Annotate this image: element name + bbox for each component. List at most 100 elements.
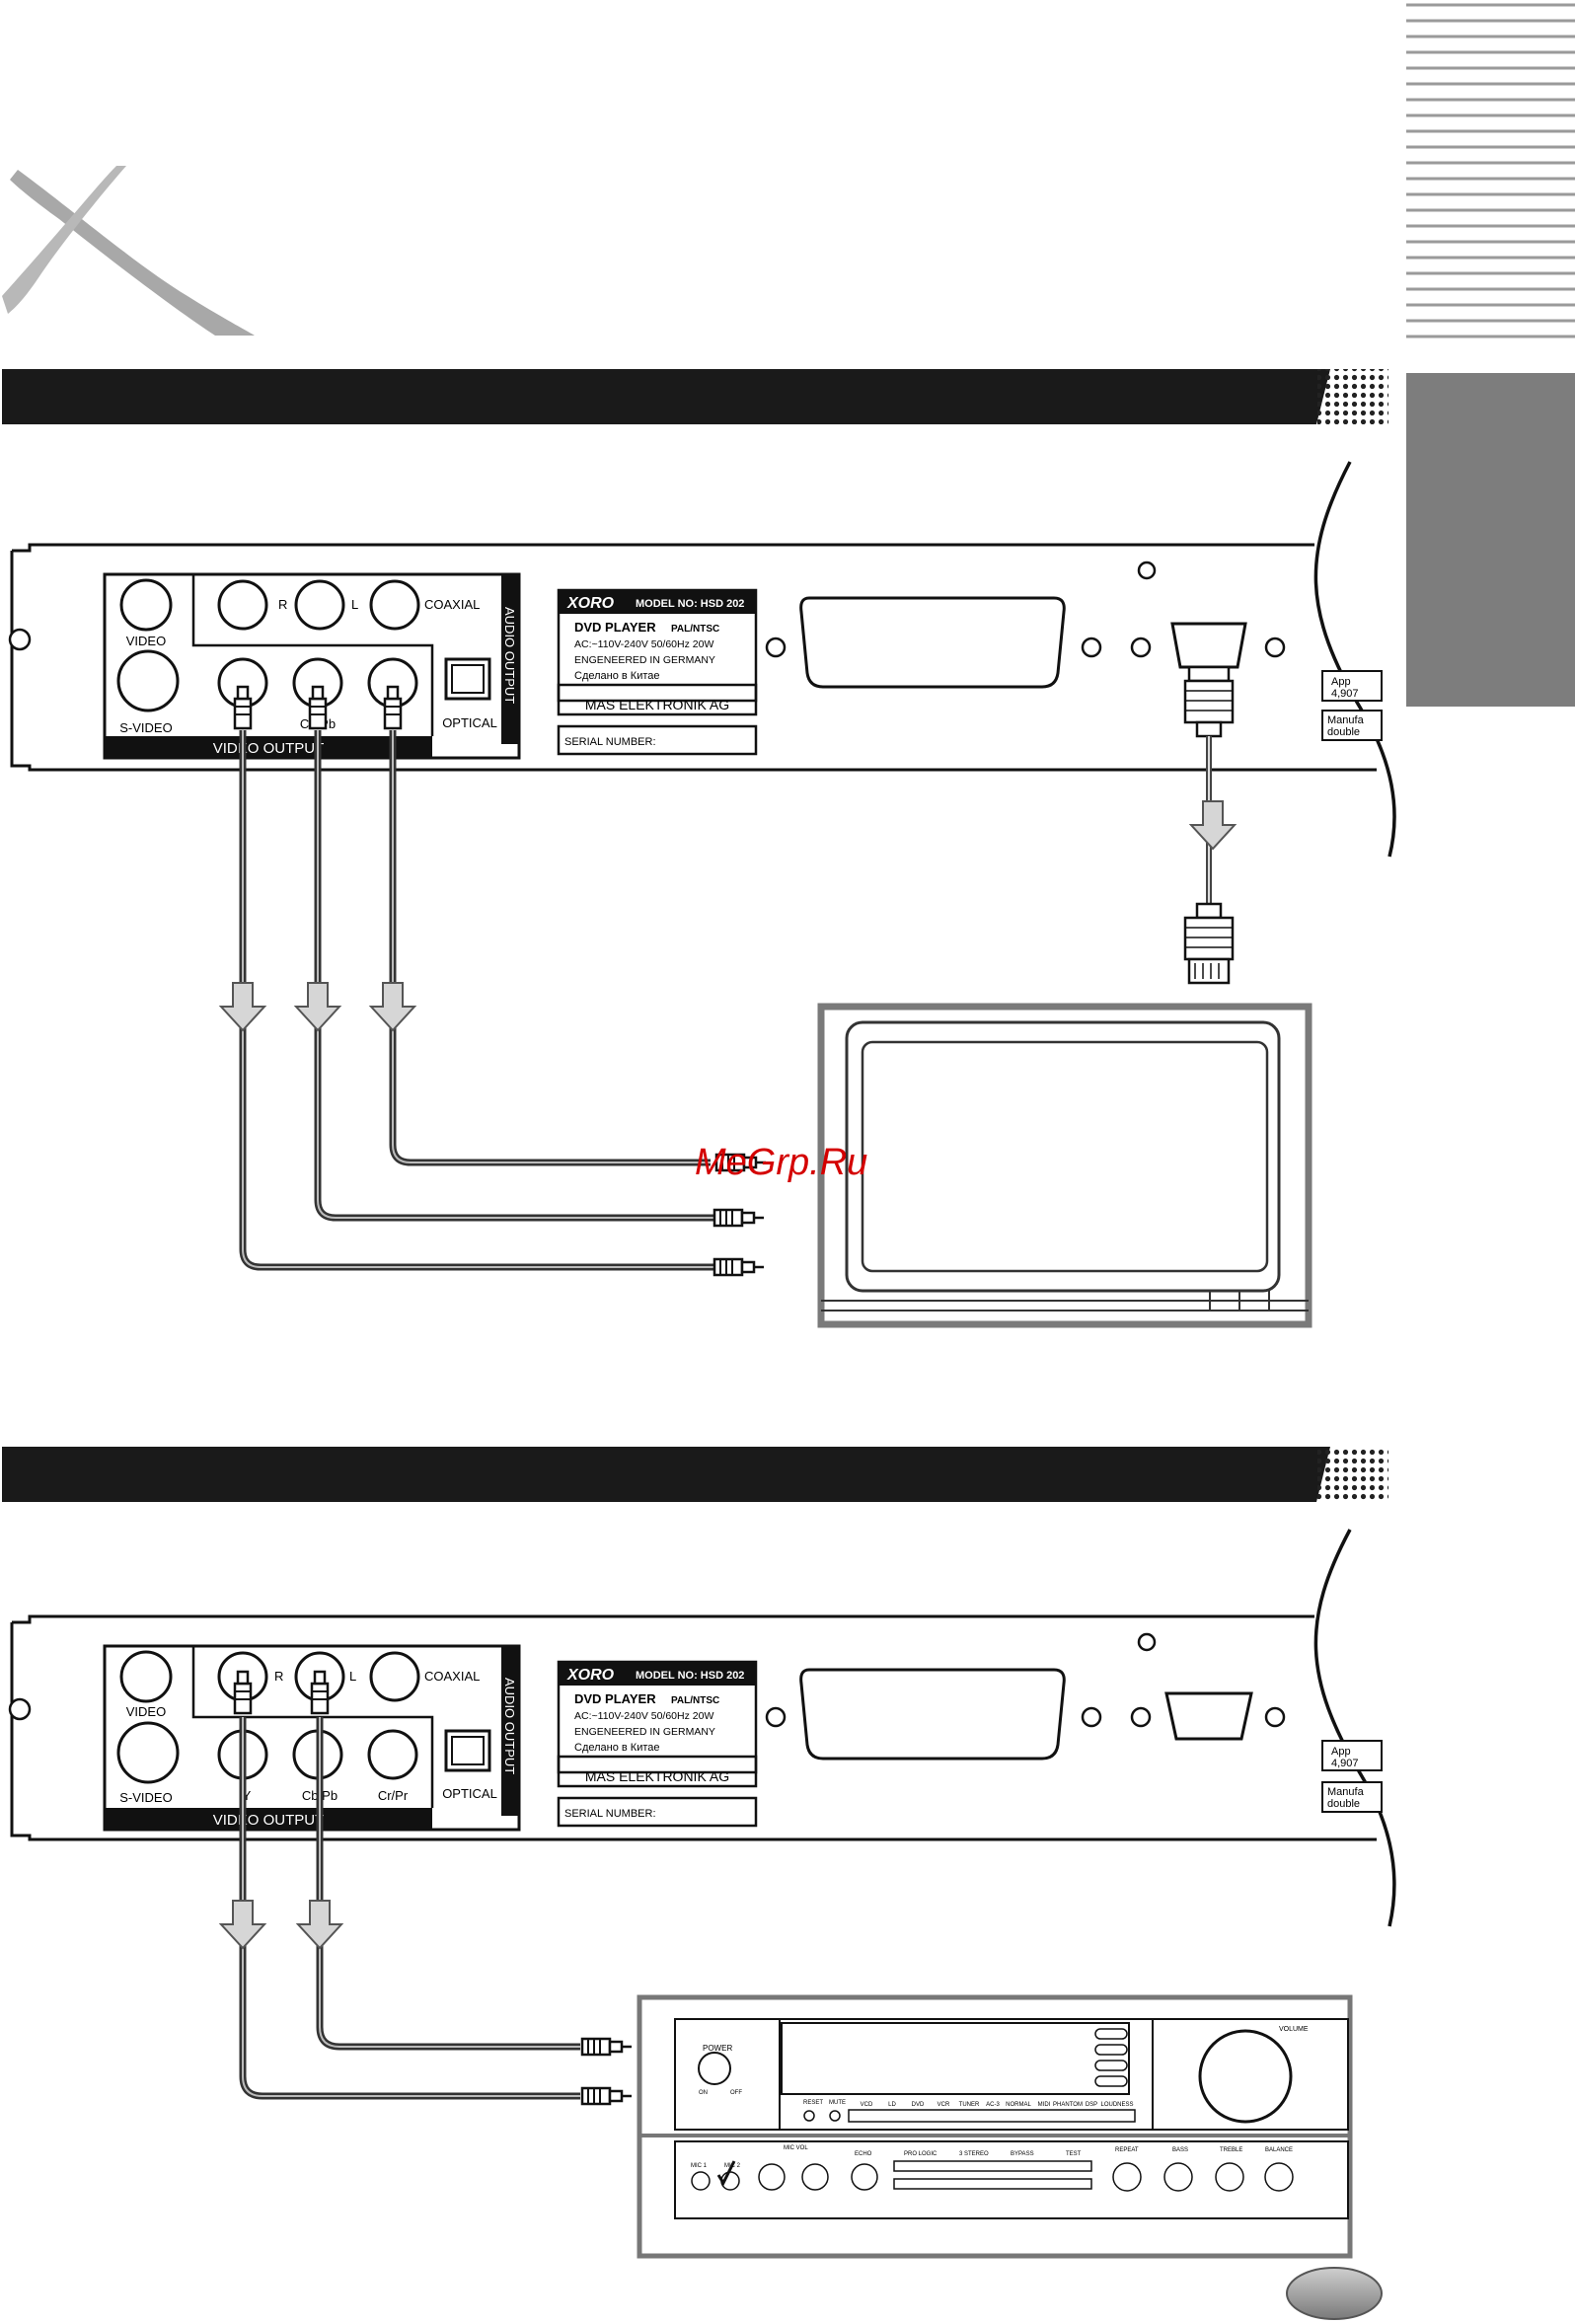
crpr-label-2: Cr/Pr bbox=[378, 1788, 409, 1803]
receiver-volume-label: VOLUME bbox=[1279, 2026, 1309, 2033]
input-dsp: DSP bbox=[1086, 2102, 1097, 2108]
input-midi: MIDI bbox=[1038, 2102, 1051, 2108]
label-made-in: Сделано в Китае bbox=[574, 670, 660, 682]
audio-r-label: R bbox=[278, 597, 287, 612]
audio-r-jack bbox=[217, 579, 268, 631]
label-company: MAS ELEKTRONIK AG bbox=[585, 697, 729, 712]
approval-note-2-b: 4,907 bbox=[1331, 1758, 1359, 1769]
av-receiver: POWER ON OFF RESET MUTE VCD LD DVD VCR T… bbox=[637, 1994, 1353, 2259]
receiver-power-label: POWER bbox=[703, 2044, 732, 2053]
cr-jack-2 bbox=[367, 1729, 418, 1780]
input-loudness: LOUDNESS bbox=[1100, 2102, 1133, 2108]
svideo-jack-label: S-VIDEO bbox=[119, 720, 172, 735]
section-bar-top bbox=[2, 369, 1388, 424]
audio-output-label: AUDIO OUTPUT bbox=[502, 607, 517, 704]
coaxial-label: COAXIAL bbox=[424, 597, 480, 612]
label-brand-2: XORO bbox=[566, 1667, 615, 1684]
input-phantom: PHANTOM bbox=[1053, 2102, 1083, 2108]
coaxial-jack bbox=[369, 579, 420, 631]
manufacturer-note-1-b: Manufa bbox=[1327, 1786, 1365, 1798]
approval-note-1: App bbox=[1331, 676, 1351, 688]
manufacturer-note-2: double bbox=[1327, 726, 1360, 738]
input-tuner: TUNER bbox=[959, 2102, 980, 2108]
scart-port bbox=[799, 596, 1066, 689]
scart-port-2 bbox=[799, 1668, 1066, 1761]
label-product: DVD PLAYER bbox=[574, 620, 656, 635]
receiver-reset-label: RESET bbox=[803, 2100, 823, 2106]
svideo-jack-label-2: S-VIDEO bbox=[119, 1790, 172, 1805]
label-company-2: MAS ELEKTRONIK AG bbox=[585, 1768, 729, 1784]
header-stripes bbox=[1406, 3, 1575, 338]
video-output-label-2: VIDEO OUTPUT bbox=[213, 1812, 325, 1829]
label-made-in-2: Сделано в Китае bbox=[574, 1742, 660, 1754]
vga-port-2 bbox=[1164, 1691, 1253, 1741]
label-engineered: ENGENEERED IN GERMANY bbox=[574, 654, 715, 666]
page-number-oval bbox=[1286, 2267, 1383, 2320]
stereo-label: 3 STEREO bbox=[959, 2151, 989, 2157]
input-selector-labels: VCD LD DVD VCR TUNER AC-3 NORMAL MIDI PH… bbox=[861, 2102, 1134, 2108]
mic-vol-label: MIC VOL bbox=[784, 2145, 808, 2151]
label-system-2: PAL/NTSC bbox=[671, 1695, 719, 1706]
balance-label: BALANCE bbox=[1265, 2147, 1293, 2153]
video-jack bbox=[119, 578, 173, 632]
optical-label-2: OPTICAL bbox=[442, 1786, 497, 1801]
manufacturer-note-2-b: double bbox=[1327, 1798, 1360, 1810]
audio-output-label-2: AUDIO OUTPUT bbox=[502, 1678, 517, 1774]
input-ac3: AC-3 bbox=[986, 2102, 1000, 2108]
tv-monitor bbox=[817, 1003, 1312, 1328]
label-serial-2: SERIAL NUMBER: bbox=[564, 1808, 656, 1820]
manufacturer-note-1: Manufa bbox=[1327, 714, 1365, 726]
pro-logic-label: PRO LOGIC bbox=[904, 2151, 938, 2157]
echo-label: ECHO bbox=[855, 2151, 872, 2157]
rating-label: XORO MODEL NO: HSD 202 DVD PLAYER PAL/NT… bbox=[557, 588, 758, 756]
vga-port bbox=[1170, 622, 1247, 669]
dvd-rear-panel-1: VIDEO OUTPUT AUDIO OUTPUT VIDEO S-VIDEO … bbox=[8, 461, 1396, 858]
label-brand: XORO bbox=[566, 595, 615, 612]
xoro-x-logo-icon bbox=[2, 166, 255, 336]
label-serial: SERIAL NUMBER: bbox=[564, 736, 656, 748]
component-cables bbox=[239, 730, 718, 1271]
label-model-2: MODEL NO: HSD 202 bbox=[636, 1670, 744, 1682]
label-power-2: AC:~110V-240V 50/60Hz 20W bbox=[574, 1710, 713, 1722]
chapter-tab bbox=[1406, 373, 1575, 707]
svideo-jack bbox=[116, 649, 180, 712]
repeat-label: REPEAT bbox=[1115, 2147, 1139, 2153]
input-vcd: VCD bbox=[861, 2102, 873, 2108]
audio-cables bbox=[239, 1717, 580, 2100]
receiver-on-label: ON bbox=[699, 2090, 708, 2096]
audio-l-jack bbox=[294, 579, 345, 631]
label-engineered-2: ENGENEERED IN GERMANY bbox=[574, 1726, 715, 1738]
bass-label: BASS bbox=[1172, 2147, 1188, 2153]
watermark-text: MeGrp.Ru bbox=[695, 1142, 867, 1183]
input-dvd: DVD bbox=[912, 2102, 925, 2108]
section-bar-bottom bbox=[2, 1447, 1388, 1502]
vga-cable bbox=[1183, 665, 1236, 985]
video-output-label: VIDEO OUTPUT bbox=[213, 740, 325, 757]
mic1-label: MIC 1 bbox=[691, 2163, 708, 2169]
receiver-off-label: OFF bbox=[730, 2090, 742, 2096]
label-model: MODEL NO: HSD 202 bbox=[636, 598, 744, 610]
input-ld: LD bbox=[888, 2102, 896, 2108]
label-power: AC:~110V-240V 50/60Hz 20W bbox=[574, 638, 713, 650]
label-system: PAL/NTSC bbox=[671, 624, 719, 635]
video-jack-2 bbox=[119, 1650, 173, 1703]
audio-r-label-2: R bbox=[274, 1669, 283, 1684]
input-normal: NORMAL bbox=[1006, 2102, 1031, 2108]
receiver-mute-label: MUTE bbox=[829, 2100, 846, 2106]
treble-label: TREBLE bbox=[1220, 2147, 1242, 2153]
svideo-jack-2 bbox=[116, 1721, 180, 1784]
test-label: TEST bbox=[1066, 2151, 1082, 2157]
audio-l-label-2: L bbox=[349, 1669, 356, 1684]
input-vcr: VCR bbox=[938, 2102, 950, 2108]
optical-label: OPTICAL bbox=[442, 715, 497, 730]
y-label-2: Y bbox=[243, 1788, 252, 1803]
audio-l-label: L bbox=[351, 597, 358, 612]
rating-label-2: XORO MODEL NO: HSD 202 DVD PLAYER PAL/NT… bbox=[557, 1660, 758, 1828]
label-product-2: DVD PLAYER bbox=[574, 1691, 656, 1706]
approval-note-1-b: App bbox=[1331, 1746, 1351, 1758]
coaxial-label-2: COAXIAL bbox=[424, 1669, 480, 1684]
approval-note-2: 4,907 bbox=[1331, 688, 1359, 700]
video-jack-label-2: VIDEO bbox=[126, 1704, 166, 1719]
video-jack-label: VIDEO bbox=[126, 634, 166, 648]
